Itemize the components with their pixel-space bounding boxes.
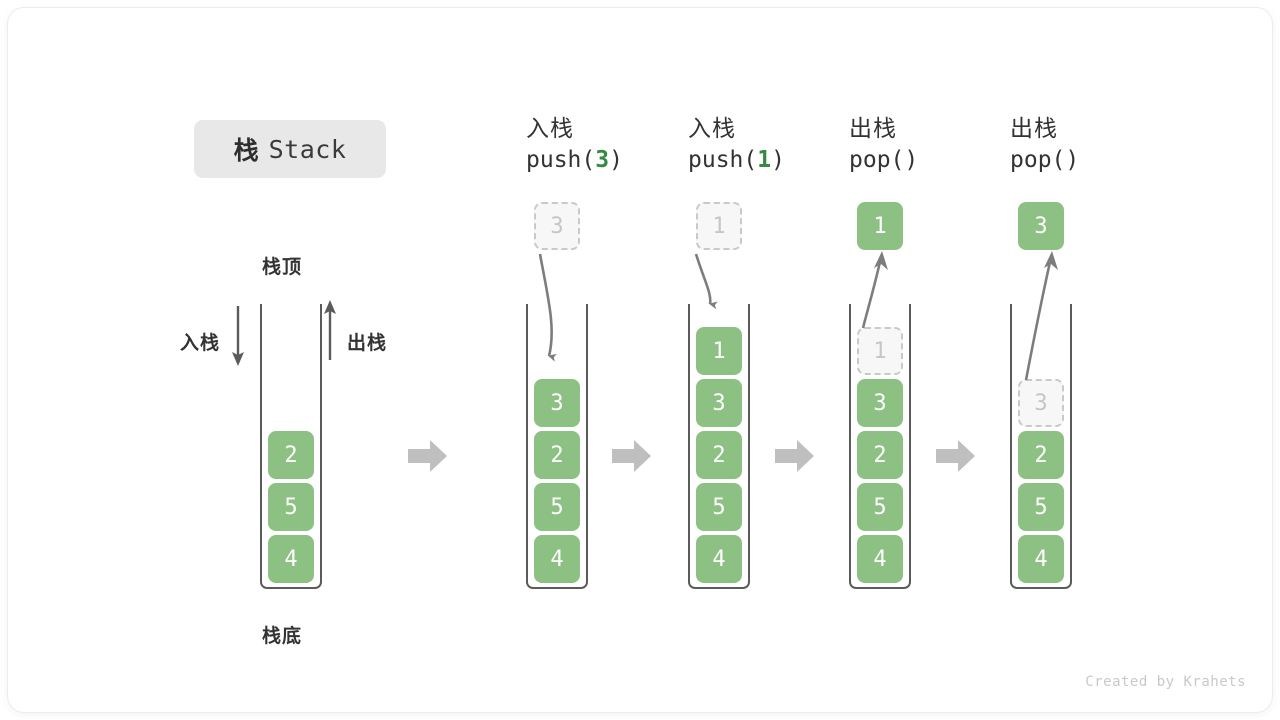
pop-direction-arrow: [324, 300, 336, 360]
stack-cell: 2: [268, 431, 314, 479]
push-direction-label: 入栈: [180, 333, 221, 354]
code-suffix: ): [904, 147, 919, 173]
title-latin: Stack: [268, 134, 347, 164]
stack-cell: 5: [857, 483, 903, 531]
code-prefix: pop(: [1010, 147, 1066, 173]
code-argument: 3: [595, 147, 610, 173]
title-cjk: 栈: [233, 137, 260, 165]
column-header-code: pop(): [1010, 143, 1079, 177]
column-header-code: push(3): [526, 143, 623, 177]
column-header-cjk: 入栈: [526, 115, 574, 141]
code-prefix: push(: [688, 147, 758, 173]
stack-cell: 4: [1018, 535, 1064, 583]
column-header-code: push(1): [688, 143, 785, 177]
column-header-code: pop(): [849, 143, 918, 177]
code-prefix: pop(: [849, 147, 905, 173]
stack-cell: 1: [696, 327, 742, 375]
pop-direction-label: 出栈: [347, 333, 388, 354]
stack-cell: 4: [696, 535, 742, 583]
stack-cell: 3: [857, 379, 903, 427]
arrows-overlay: [232, 251, 1058, 381]
stack-cell: 5: [1018, 483, 1064, 531]
stack-cell: 3: [696, 379, 742, 427]
code-argument: 1: [757, 147, 772, 173]
stack-cell: 4: [534, 535, 580, 583]
column-header-cjk: 出栈: [849, 115, 897, 141]
code-suffix: ): [771, 147, 785, 173]
stack-cell: 4: [857, 535, 903, 583]
code-suffix: ): [609, 147, 623, 173]
stack-cell: 5: [534, 483, 580, 531]
step-connector-arrow: [775, 438, 815, 474]
stack-cell-removed: 3: [1018, 379, 1064, 427]
pop-3-arrowhead: [1044, 251, 1058, 270]
floating-value-push-3: 3: [534, 202, 580, 250]
push-1-flow-arrow: [694, 253, 718, 310]
stack-cell: 3: [534, 379, 580, 427]
diagram-title: 栈 Stack: [194, 120, 386, 178]
step-connector-arrow: [612, 438, 652, 474]
stack-top-label: 栈顶: [262, 257, 303, 278]
code-prefix: push(: [526, 147, 596, 173]
code-suffix: ): [1065, 147, 1080, 173]
floating-value-pop-3: 3: [1018, 202, 1064, 250]
column-header-cjk: 入栈: [688, 115, 736, 141]
step-connector-arrow: [936, 438, 976, 474]
stack-cell: 5: [268, 483, 314, 531]
pop-1-arrowhead: [874, 251, 888, 270]
floating-value-pop-1: 1: [857, 202, 903, 250]
column-header-cjk: 出栈: [1010, 115, 1058, 141]
stack-cell-removed: 1: [857, 327, 903, 375]
floating-value-push-1: 1: [696, 202, 742, 250]
stack-cell: 5: [696, 483, 742, 531]
stack-cell: 2: [534, 431, 580, 479]
stack-cell: 2: [696, 431, 742, 479]
push-direction-arrow: [232, 306, 244, 366]
credit-footer: Created by Krahets: [1085, 674, 1246, 690]
stack-cell: 4: [268, 535, 314, 583]
stack-bottom-label: 栈底: [262, 626, 303, 647]
stack-cell: 2: [1018, 431, 1064, 479]
step-connector-arrow: [408, 438, 448, 474]
stack-cell: 2: [857, 431, 903, 479]
